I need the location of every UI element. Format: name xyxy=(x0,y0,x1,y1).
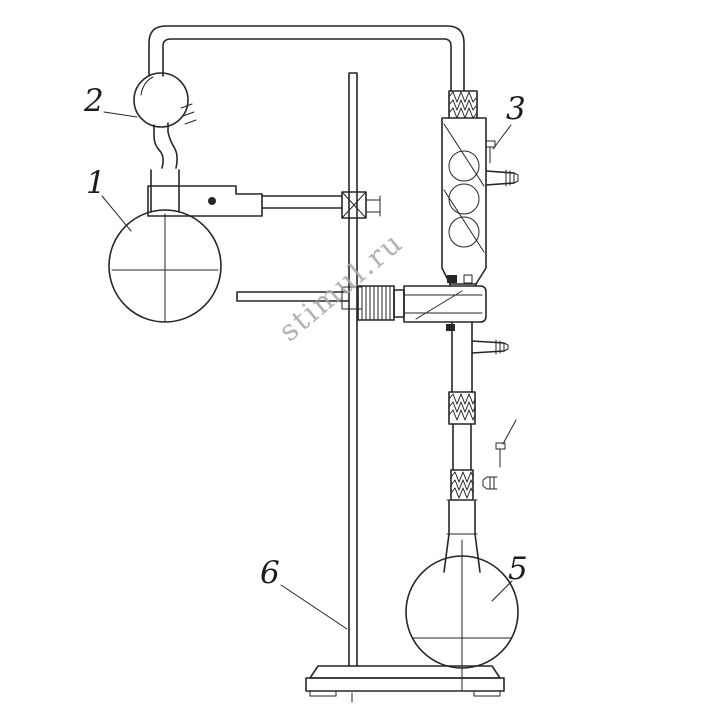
receiving-flask xyxy=(405,539,519,691)
support-bar xyxy=(236,286,363,310)
round-bottom-flask xyxy=(108,169,222,323)
flask-clamp xyxy=(147,185,381,219)
leader-lines xyxy=(101,111,513,630)
upper-side-arm xyxy=(485,169,519,187)
hose-barb-icon xyxy=(505,169,519,187)
joint-bolt xyxy=(447,275,457,283)
part-label-6: 6 xyxy=(260,555,280,591)
ground-joint-low xyxy=(446,469,478,535)
stand-rod xyxy=(348,72,358,667)
joint-stem xyxy=(452,423,472,471)
lower-side-arm xyxy=(471,339,509,355)
ground-joint-top xyxy=(448,90,478,119)
part-label-5: 5 xyxy=(508,551,528,587)
receiver-neck xyxy=(443,533,481,573)
lower-tube xyxy=(446,321,473,393)
ground-joint-mid xyxy=(448,391,476,425)
transfer-tube xyxy=(148,25,465,92)
stopcock-assembly xyxy=(357,285,487,323)
joint-bolt-lower xyxy=(446,324,455,331)
hose-nipple-icon xyxy=(482,476,498,490)
vapor-marks xyxy=(180,103,197,125)
stand-base xyxy=(305,665,505,703)
clamp-screw xyxy=(208,197,216,205)
part-label-1: 1 xyxy=(86,165,106,201)
condenser xyxy=(441,117,487,287)
thumbscrew-lower xyxy=(482,419,517,490)
part-label-2: 2 xyxy=(84,83,104,119)
hose-barb-icon xyxy=(495,339,509,355)
clamp-bolt xyxy=(365,195,381,217)
thumbscrew-upper xyxy=(485,140,496,164)
part-label-3: 3 xyxy=(506,91,526,127)
knurled-knob xyxy=(357,285,395,321)
addition-bulb xyxy=(133,72,197,169)
